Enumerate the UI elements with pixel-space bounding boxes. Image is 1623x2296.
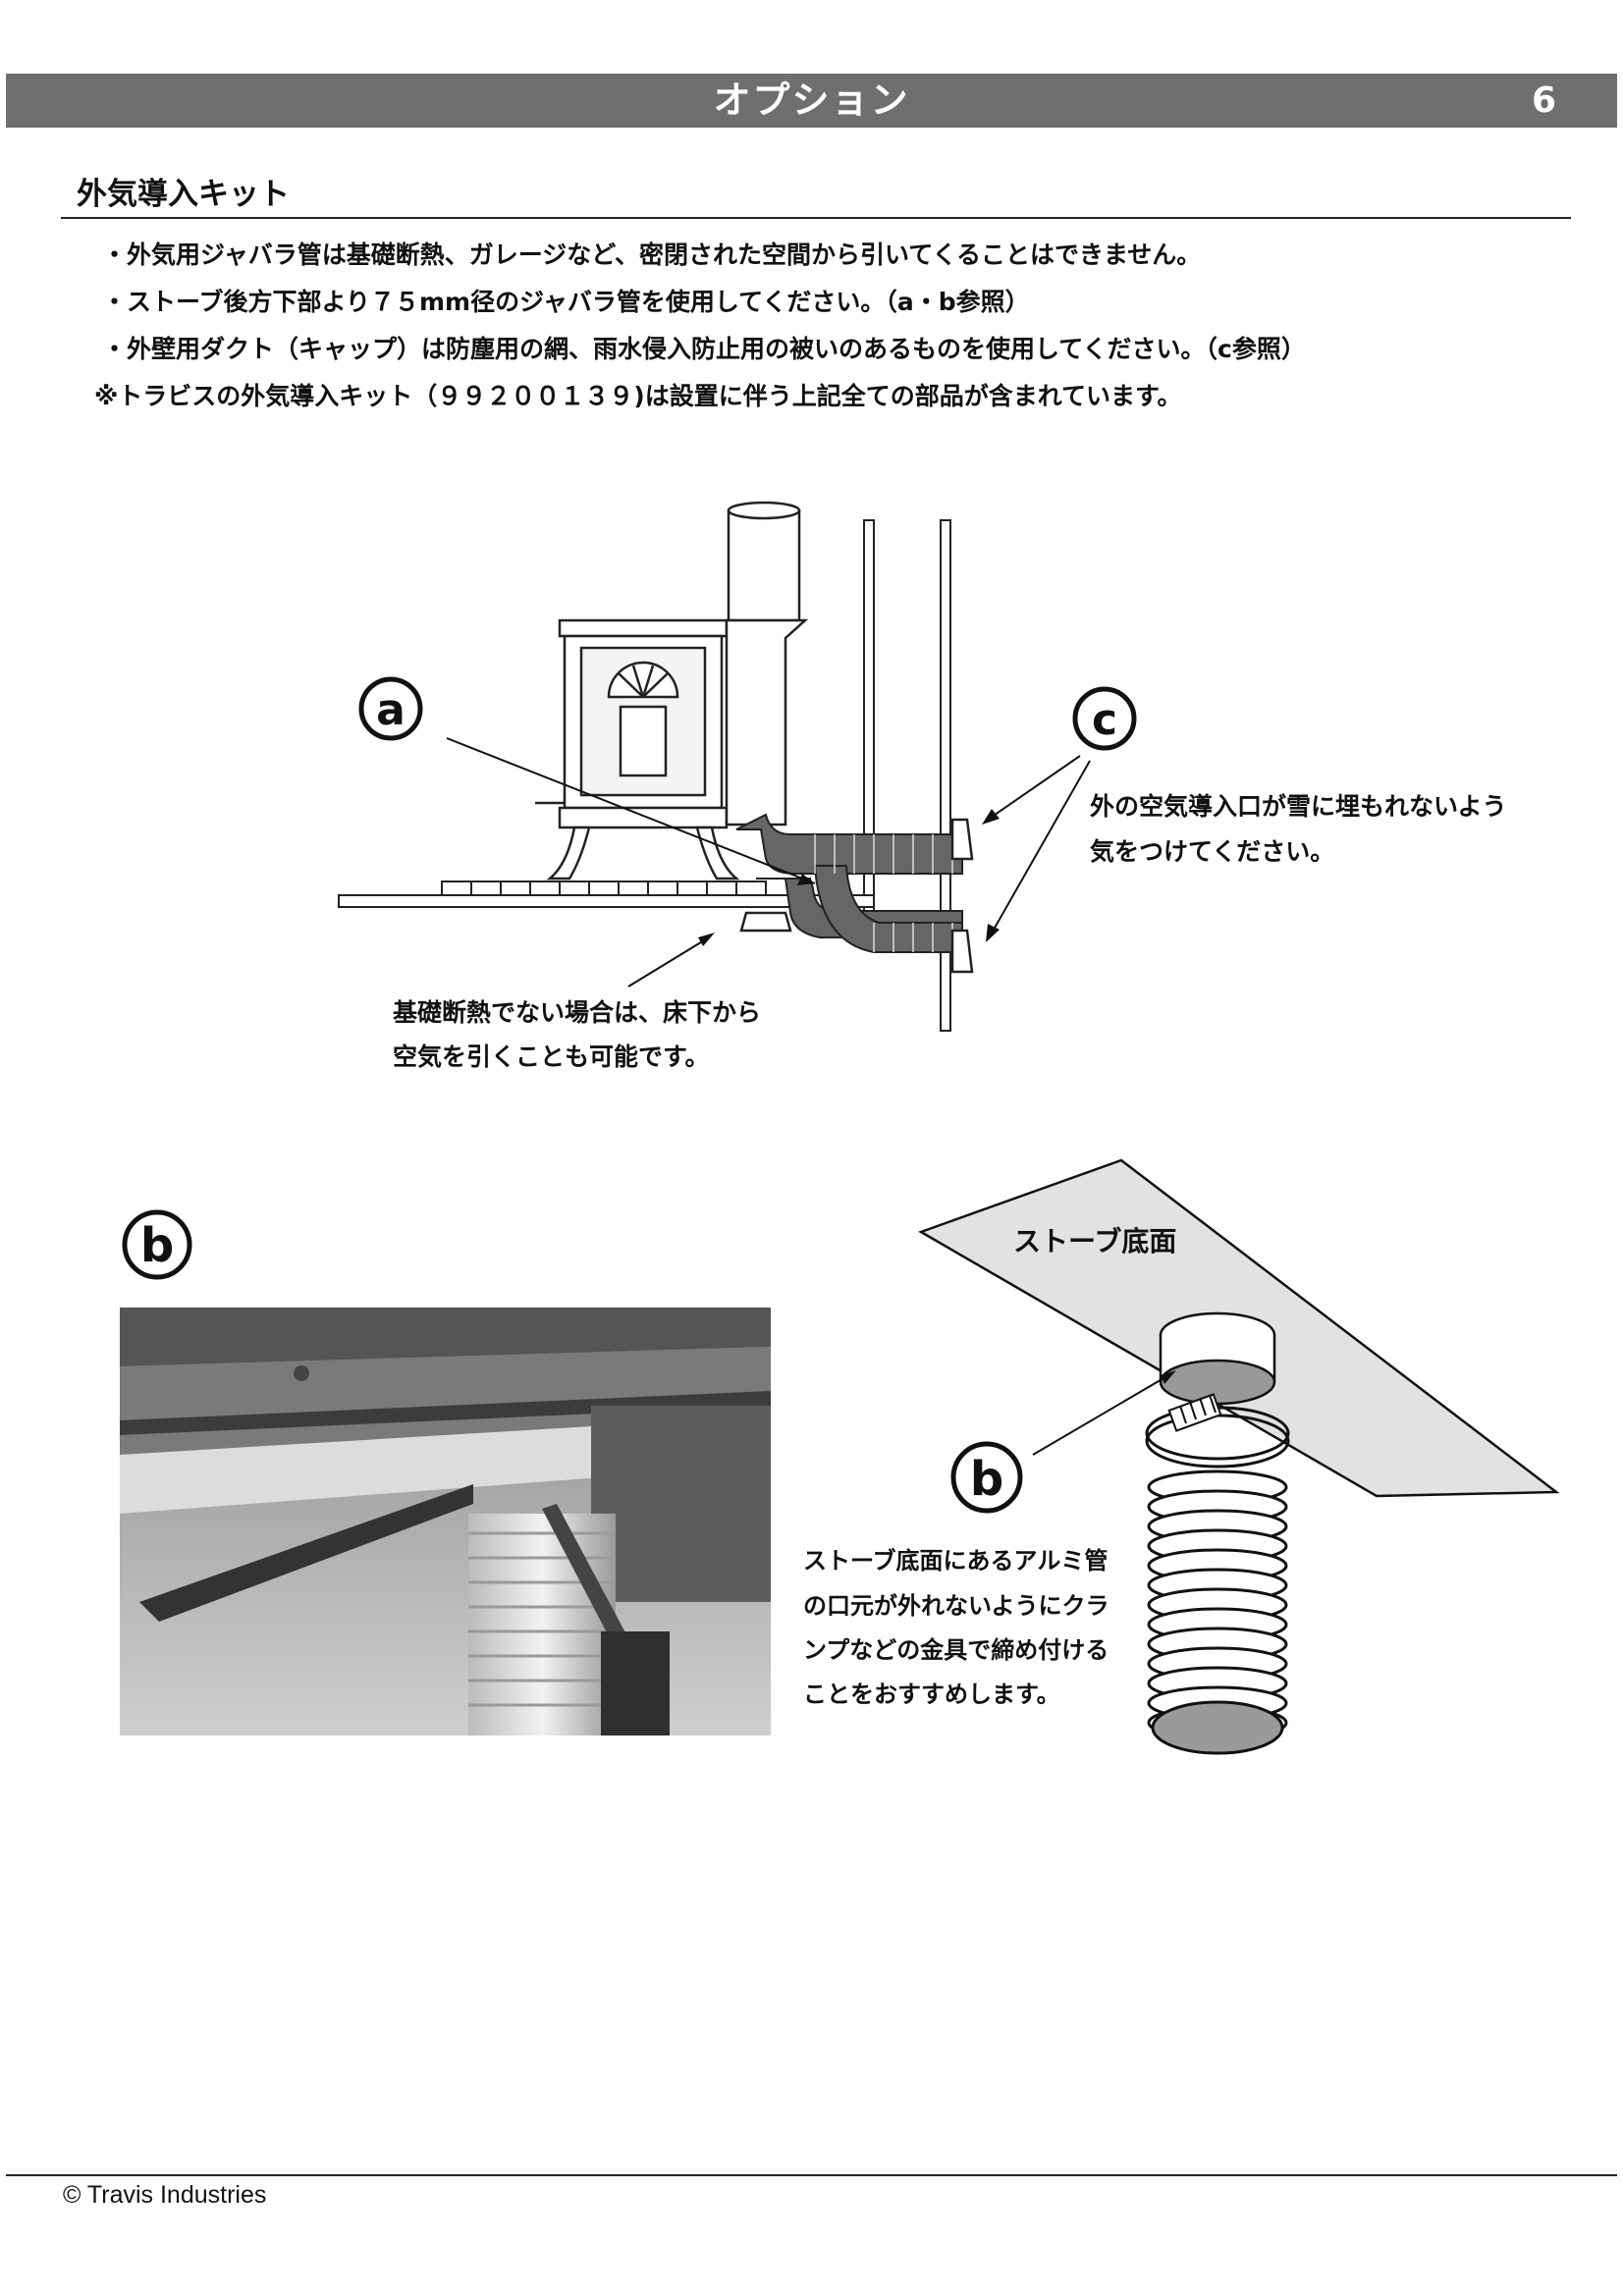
clamp-caption-line: ンプなどの金具で締め付ける: [803, 1636, 1109, 1664]
marker-a: a: [376, 685, 406, 735]
callout-floor-line: 空気を引くことも可能です。: [393, 1042, 710, 1071]
section-title: 外気導入キット: [77, 177, 290, 212]
stove-underside-photo: [120, 1308, 771, 1735]
notes-list: ・外気用ジャバラ管は基礎断熱、ガレージなど、密閉された空間から引いてくることはで…: [94, 232, 1555, 420]
footnote: ※トラビスの外気導入キット（９９２００１３９)は設置に伴う上記全ての部品が含まれ…: [94, 382, 1182, 410]
callout-c-line: 気をつけてください。: [1090, 837, 1334, 866]
page-number: 6: [1531, 80, 1556, 121]
svg-text:b: b: [140, 1218, 174, 1273]
note-item: ・外壁用ダクト（キャップ）は防塵用の網、雨水侵入防止用の被いのあるものを使用して…: [102, 335, 1306, 363]
note-item: ・外気用ジャバラ管は基礎断熱、ガレージなど、密閉された空間から引いてくることはで…: [102, 240, 1202, 269]
clamp-caption-line: ことをおすすめします。: [803, 1681, 1060, 1708]
clamp-caption-line: ストーブ底面にあるアルミ管: [803, 1547, 1108, 1575]
installation-diagram: a c 外の空気導入口が雪に埋もれないよう 気をつけてください。 基礎断熱でない…: [338, 501, 1507, 1071]
marker-c: c: [1092, 695, 1117, 745]
footer-divider: [6, 2174, 1617, 2176]
header-bar: オプション 6: [6, 74, 1617, 128]
note-item: ・ストーブ後方下部より７５mm径のジャバラ管を使用してください。（a・b参照）: [102, 288, 1030, 316]
page-title: オプション: [713, 79, 910, 122]
callout-floor-line: 基礎断熱でない場合は、床下から: [393, 998, 761, 1027]
marker-b: b: [970, 1452, 1003, 1507]
clamp-caption-line: の口元が外れないようにクラ: [803, 1592, 1109, 1620]
clamp-diagram: ストーブ底面 b ストーブ底面にあるアルミ管 の口元が外れないようにクラ ンプな…: [803, 1158, 1560, 1755]
photo-marker: b: [122, 1209, 192, 1280]
section-divider: [61, 217, 1571, 219]
copyright: © Travis Industries: [63, 2181, 267, 2209]
callout-c-line: 外の空気導入口が雪に埋もれないよう: [1090, 792, 1507, 821]
plate-label: ストーブ底面: [1013, 1225, 1176, 1257]
